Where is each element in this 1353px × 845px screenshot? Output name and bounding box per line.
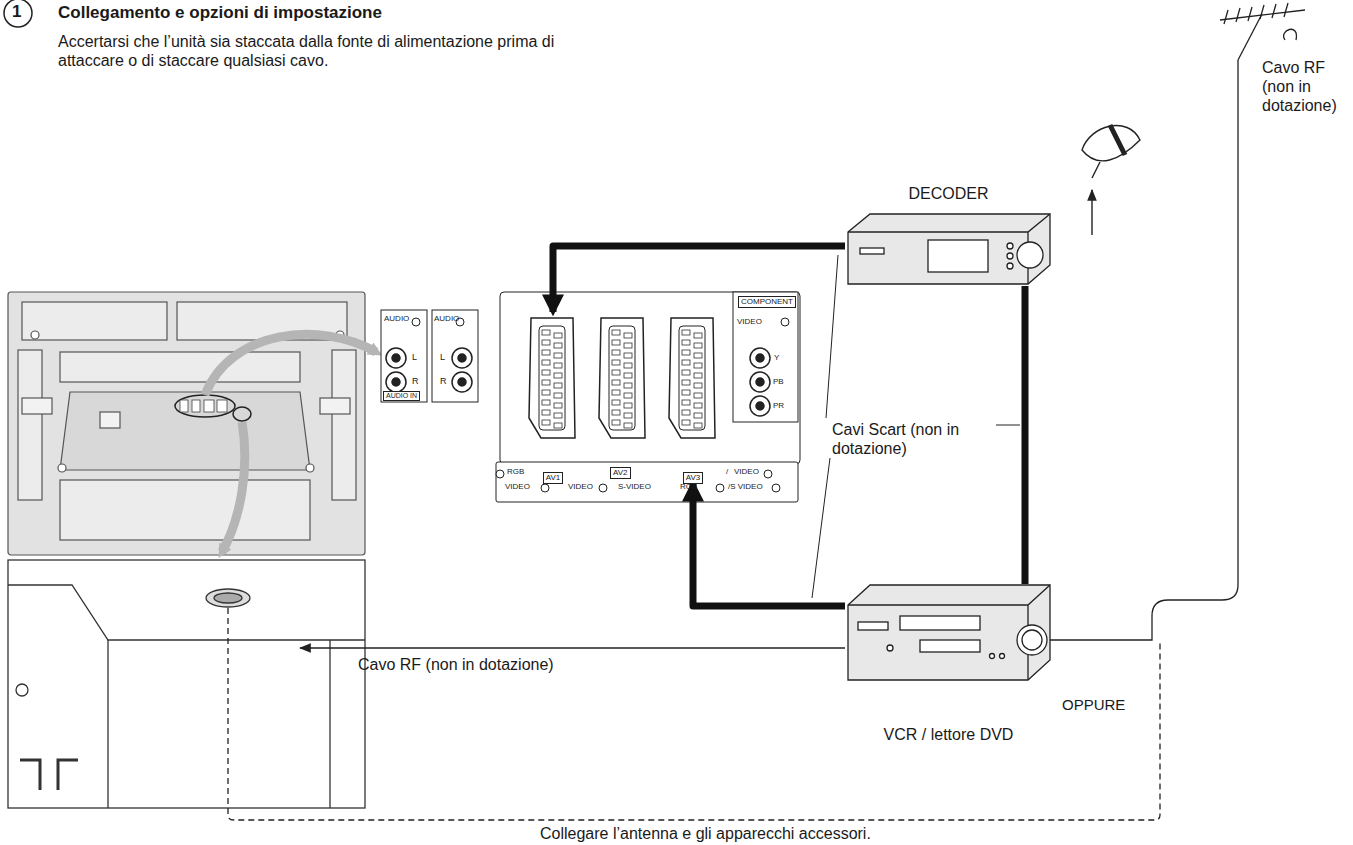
jack-symbol	[772, 484, 780, 492]
jack-label: Y	[774, 353, 779, 363]
jack-label: L	[412, 352, 417, 363]
socket-label: S-VIDEO	[618, 482, 651, 492]
jack-label: AUDIO IN	[383, 391, 420, 401]
jack-symbol	[764, 470, 772, 478]
scart-socket	[539, 326, 565, 430]
node-label: AV3	[683, 472, 704, 484]
jack-symbol	[541, 484, 549, 492]
node-label: DECODER	[908, 184, 988, 203]
jack-label: L	[440, 352, 445, 363]
jack-label: COMPONENT	[738, 296, 796, 308]
scart-socket-av3: AV3	[667, 312, 719, 484]
jack-symbol	[496, 470, 504, 478]
note: Accertarsi che l’unità sia staccata dall…	[58, 32, 618, 70]
step-number: 1	[12, 2, 21, 22]
decoder-unit	[848, 214, 1050, 284]
jack-label: PR	[773, 401, 784, 411]
scart-socket-av1: AV1	[527, 312, 579, 484]
scart-cable	[1022, 286, 1029, 584]
alternative-label: OPPURE	[1062, 696, 1125, 714]
jack-label: PB	[773, 377, 784, 387]
jack-symbol	[599, 484, 607, 492]
scart-socket	[669, 318, 715, 438]
socket-label: RGB	[507, 467, 524, 477]
cable-label: Cavo RF (non in dotazione)	[1262, 58, 1353, 116]
satellite-dish	[1082, 125, 1140, 235]
cable-label: Cavi Scart (non in dotazione)	[832, 420, 1002, 458]
jack-symbol	[781, 318, 789, 326]
socket-label: /	[726, 467, 728, 477]
vcr-unit	[848, 585, 1050, 680]
scart-socket	[529, 318, 575, 438]
zoom-arrow	[222, 422, 245, 552]
zoom-arrow	[205, 334, 376, 395]
socket-label: /S VIDEO	[728, 482, 763, 492]
jack-label: VIDEO	[737, 317, 762, 327]
connector-panel	[381, 292, 800, 502]
scart-cable	[553, 246, 845, 312]
title: Collegamento e opzioni di impostazione	[58, 3, 382, 23]
jack-label: AUDIO	[384, 314, 409, 324]
scart-socket	[679, 326, 705, 430]
socket-label: VIDEO	[505, 482, 530, 492]
leader-line	[812, 255, 1020, 598]
step-circle	[4, 0, 32, 27]
alternative-line	[228, 608, 1160, 820]
socket-label: VIDEO	[734, 467, 759, 477]
jack-label: AUDIO	[434, 314, 459, 324]
scart-cable	[693, 484, 845, 606]
caption: Collegare l’antenna e gli apparecchi acc…	[540, 824, 871, 843]
jack-symbol	[412, 318, 420, 326]
decoder-device: DECODER	[845, 184, 1052, 286]
node-label: VCR / lettore DVD	[874, 725, 1024, 744]
antenna-input-inset	[8, 560, 365, 808]
jack-label: R	[440, 376, 447, 387]
rf-cable	[300, 647, 845, 648]
socket-label: AV2	[610, 467, 631, 479]
socket-label: VIDEO	[568, 482, 593, 492]
scart-socket	[599, 318, 645, 438]
node-label: AV1	[543, 472, 564, 484]
scart-socket	[609, 326, 635, 430]
jack-label: R	[412, 376, 419, 387]
vcr-dvd-device: VCR / lettore DVD	[845, 584, 1052, 744]
jack-symbol	[716, 484, 724, 492]
cable-label: Cavo RF (non in dotazione)	[358, 655, 554, 674]
